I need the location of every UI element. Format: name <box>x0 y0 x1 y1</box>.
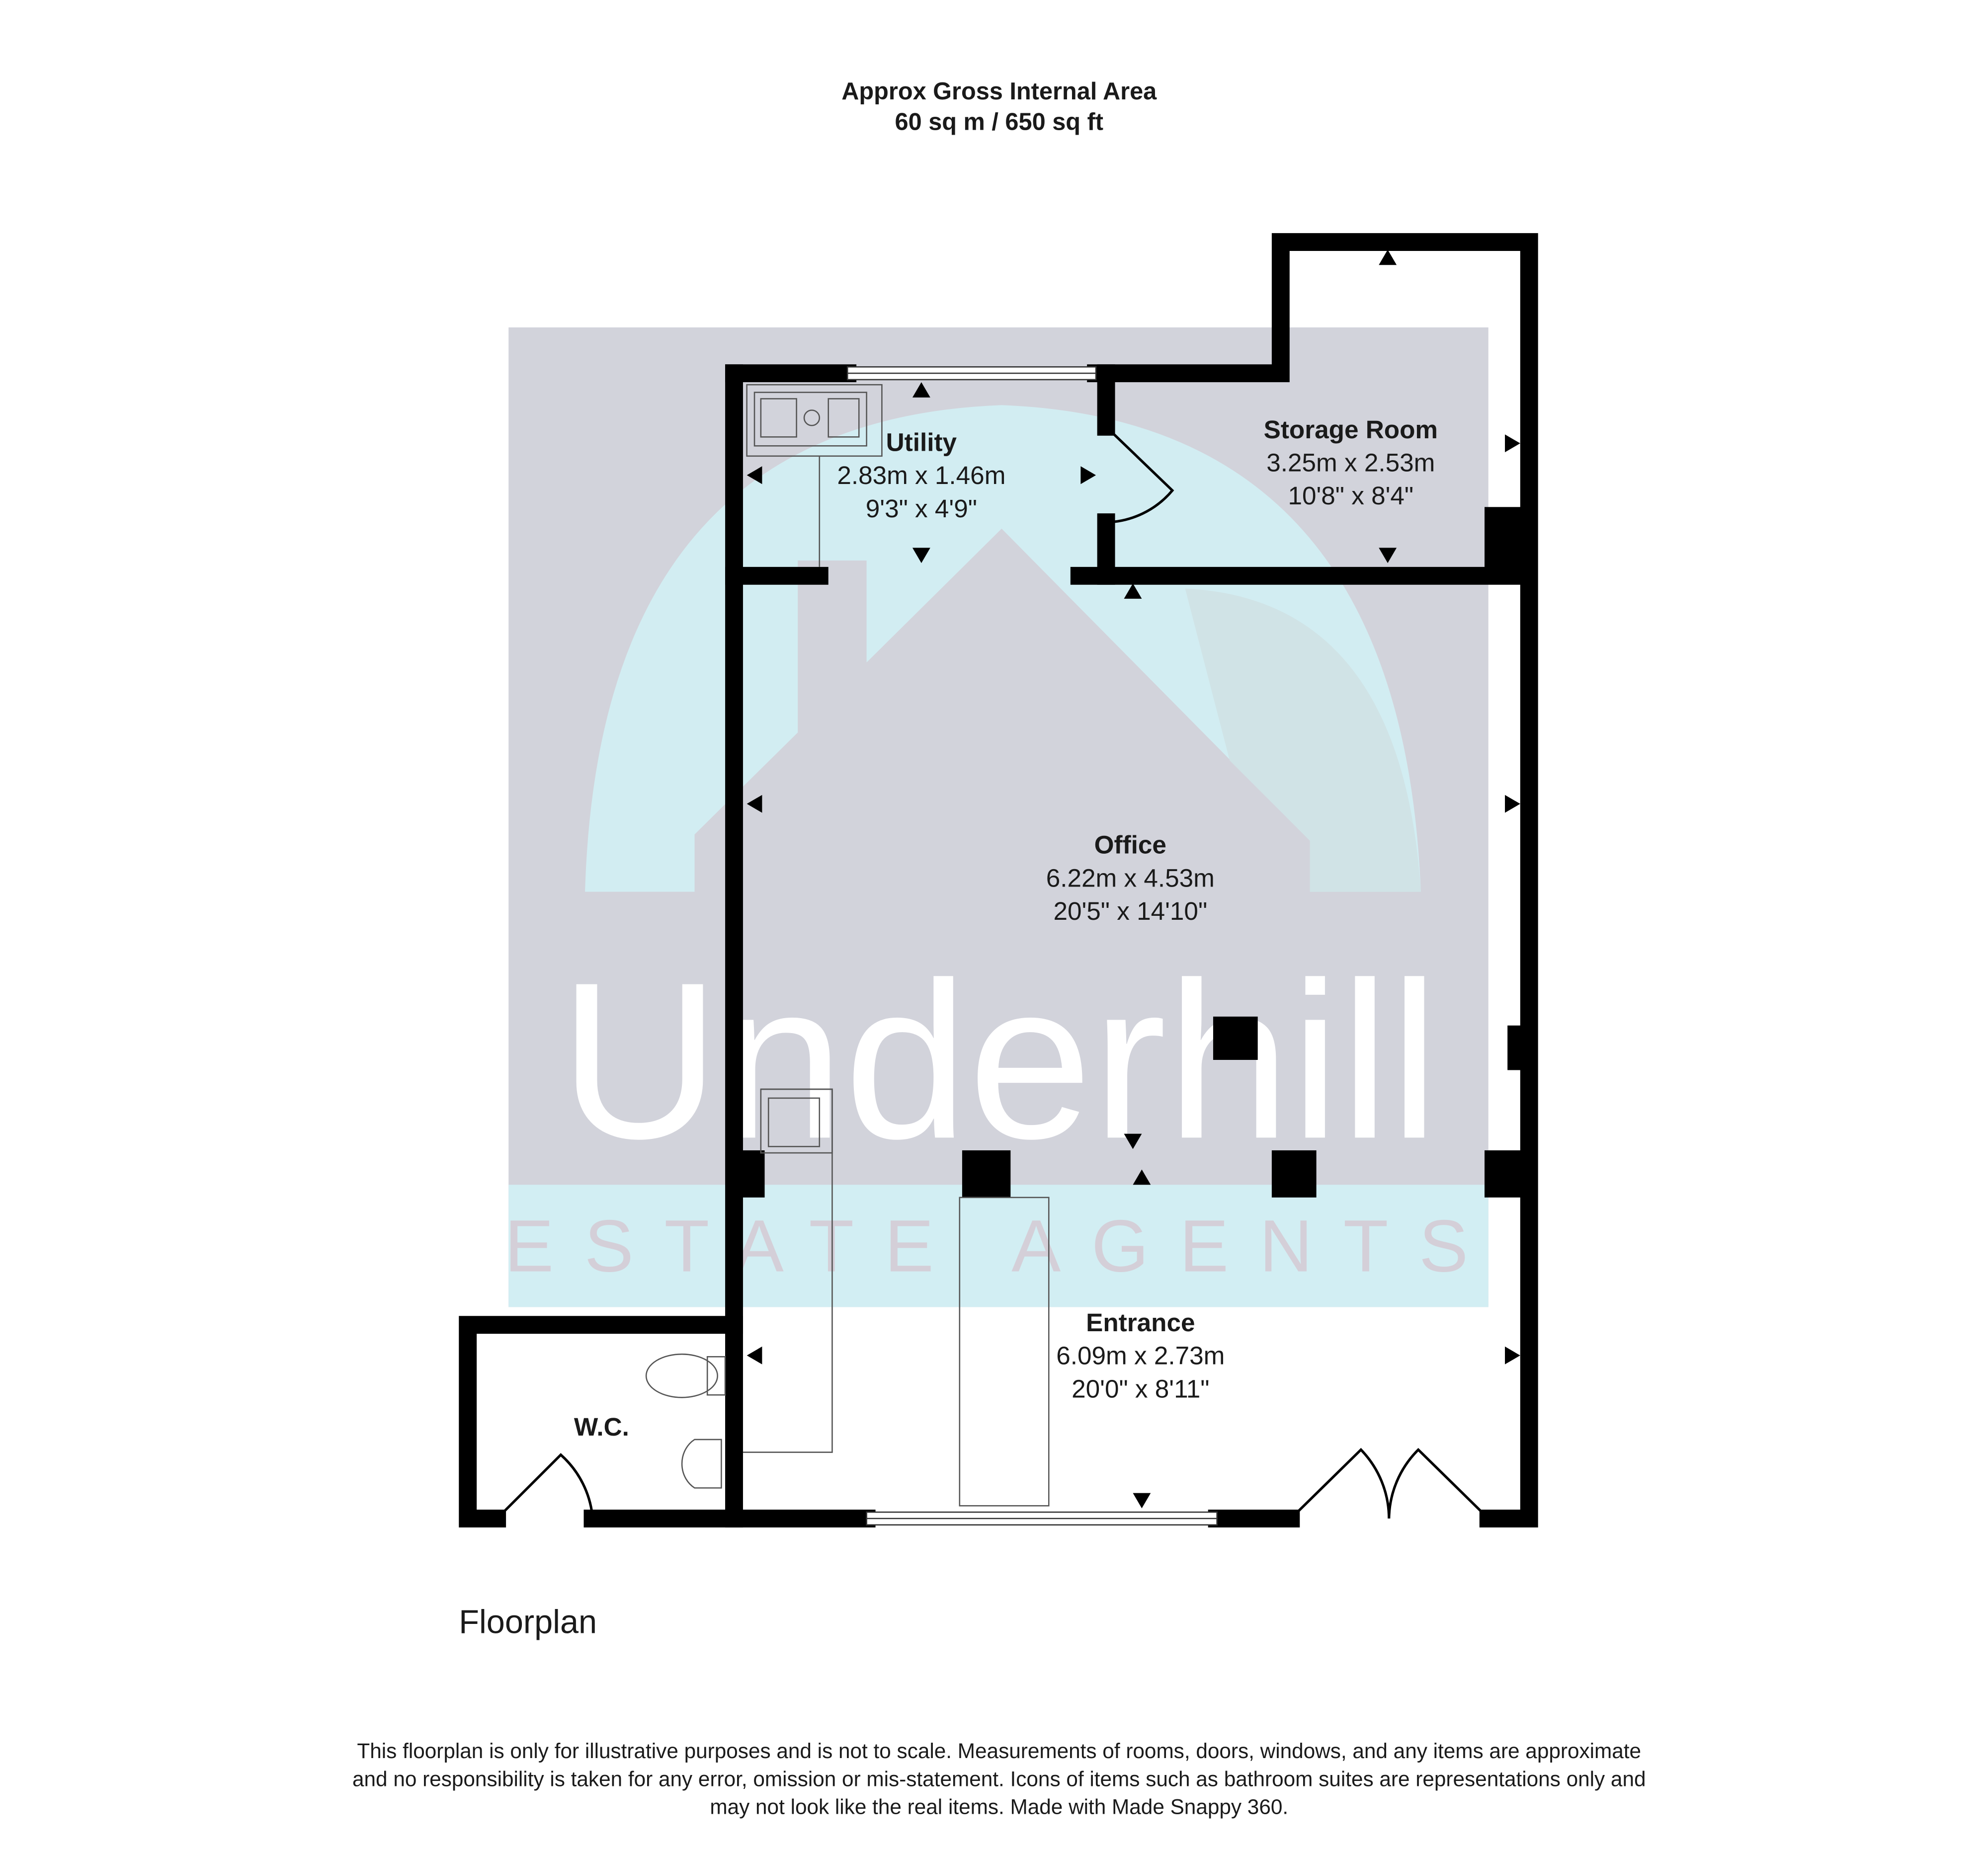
svg-text:and no responsibility is taken: and no responsibility is taken for any e… <box>352 1767 1646 1790</box>
svg-text:6.22m x 4.53m: 6.22m x 4.53m <box>1046 864 1215 892</box>
svg-text:Office: Office <box>1094 831 1166 859</box>
disclaimer: This floorplan is only for illustrative … <box>352 1739 1646 1819</box>
watermark-logo: Underhill ESTATE AGENTS <box>504 327 1499 1307</box>
svg-text:This floorplan is only for ill: This floorplan is only for illustrative … <box>357 1739 1641 1763</box>
svg-text:Utility: Utility <box>886 428 957 457</box>
room-entrance: Entrance 6.09m x 2.73m 20'0" x 8'11" <box>1056 1308 1225 1403</box>
fixtures <box>645 384 1050 1507</box>
svg-text:10'8" x 8'4": 10'8" x 8'4" <box>1288 482 1413 510</box>
svg-text:3.25m x 2.53m: 3.25m x 2.53m <box>1266 449 1435 477</box>
room-utility: Utility 2.83m x 1.46m 9'3" x 4'9" <box>837 428 1005 523</box>
svg-text:Storage Room: Storage Room <box>1264 415 1438 444</box>
svg-text:20'0" x 8'11": 20'0" x 8'11" <box>1072 1374 1209 1403</box>
svg-text:20'5" x 14'10": 20'5" x 14'10" <box>1053 897 1207 925</box>
svg-text:may not look like the real ite: may not look like the real items. Made w… <box>710 1795 1288 1819</box>
area-title: Approx Gross Internal Area <box>841 78 1157 105</box>
walls <box>459 233 1538 1528</box>
svg-text:6.09m x 2.73m: 6.09m x 2.73m <box>1056 1342 1225 1370</box>
watermark-brand: Underhill <box>559 936 1439 1185</box>
svg-text:2.83m x 1.46m: 2.83m x 1.46m <box>837 461 1005 489</box>
svg-text:Entrance: Entrance <box>1086 1308 1195 1337</box>
room-storage: Storage Room 3.25m x 2.53m 10'8" x 8'4" <box>1264 415 1438 510</box>
floor-label: Floorplan <box>459 1604 597 1641</box>
svg-text:9'3" x 4'9": 9'3" x 4'9" <box>866 494 977 523</box>
area-value: 60 sq m / 650 sq ft <box>895 108 1103 135</box>
watermark-sub: ESTATE AGENTS <box>504 1205 1499 1288</box>
room-office: Office 6.22m x 4.53m 20'5" x 14'10" <box>1046 831 1215 925</box>
room-wc: W.C. <box>574 1413 629 1441</box>
